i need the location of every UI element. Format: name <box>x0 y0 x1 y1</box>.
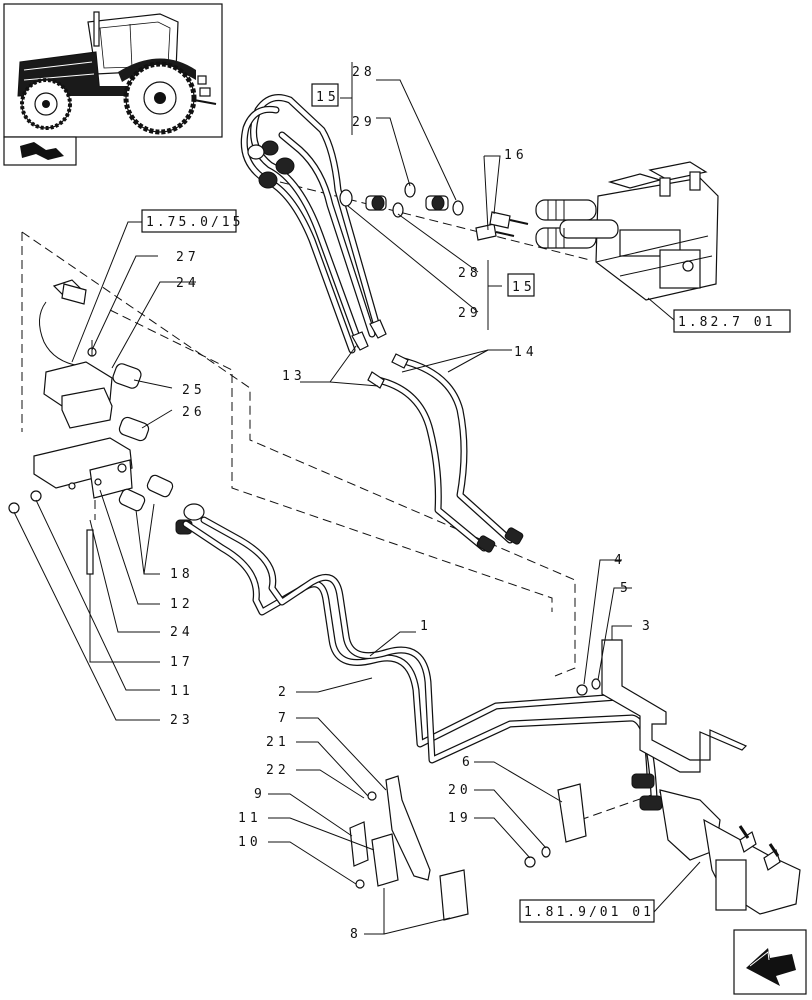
callout-22: 22 <box>266 763 290 778</box>
next-page-arrow-icon[interactable] <box>733 929 807 995</box>
callout-19: 19 <box>448 811 472 826</box>
ref-label-181-9-01-01[interactable]: 1.81.9/01 01 <box>524 905 654 920</box>
callout-10: 10 <box>238 835 262 850</box>
callout-24-mid: 24 <box>170 625 194 640</box>
upper-hose-loops <box>240 94 387 354</box>
tractor-thumbnail-icon <box>3 3 223 138</box>
callout-18: 18 <box>170 567 194 582</box>
callout-26: 26 <box>182 405 206 420</box>
callout-14: 14 <box>514 345 538 360</box>
rear-coupler-assembly <box>659 789 801 915</box>
callout-12: 12 <box>170 597 194 612</box>
callout-15-upper: 15 <box>316 90 340 105</box>
callout-5: 5 <box>620 581 632 596</box>
callout-23: 23 <box>170 713 194 728</box>
callout-29-lower: 29 <box>458 306 482 321</box>
callout-3: 3 <box>642 619 654 634</box>
callout-28-lower: 28 <box>458 266 482 281</box>
callout-15-box-upper <box>311 83 339 107</box>
callout-15-box-lower <box>507 273 535 297</box>
ref-box-182-7-01[interactable]: 1.82.7 01 <box>673 309 791 333</box>
callout-1: 1 <box>420 619 432 634</box>
callout-24-top: 24 <box>176 276 200 291</box>
callout-labels: 28 29 15 16 28 15 29 27 24 25 26 13 14 1… <box>170 65 654 942</box>
coupler-bracket-group <box>8 279 205 575</box>
fittings-row <box>339 182 529 241</box>
callout-20: 20 <box>448 783 472 798</box>
callout-17: 17 <box>170 655 194 670</box>
steel-pipes <box>182 516 663 811</box>
bracket-3 <box>576 639 748 773</box>
callout-7: 7 <box>278 711 290 726</box>
assembly-guide-lines <box>21 181 661 821</box>
callout-8: 8 <box>350 927 362 942</box>
callout-4: 4 <box>614 553 626 568</box>
lower-hose-runs <box>367 353 524 553</box>
ref-label-182-7-01[interactable]: 1.82.7 01 <box>678 315 775 330</box>
callout-21: 21 <box>266 735 290 750</box>
callout-16: 16 <box>504 148 528 163</box>
reference-links[interactable]: 1.75.0/15 1.82.7 01 1.81.9/01 01 <box>141 209 791 923</box>
control-valve-block <box>535 161 719 301</box>
callout-9: 9 <box>254 787 266 802</box>
section-marker-icon <box>3 136 77 166</box>
ref-box-181-9-01-01[interactable]: 1.81.9/01 01 <box>519 899 655 923</box>
callout-27: 27 <box>176 250 200 265</box>
callout-13: 13 <box>282 369 306 384</box>
callout-25: 25 <box>182 383 206 398</box>
callout-29-upper: 29 <box>352 115 376 130</box>
callout-28-upper: 28 <box>352 65 376 80</box>
callout-15-lower: 15 <box>512 280 536 295</box>
callout-2: 2 <box>278 685 290 700</box>
lower-clamp-parts <box>349 775 587 921</box>
ref-box-175-0-15[interactable]: 1.75.0/15 <box>141 209 243 233</box>
callout-11-left: 11 <box>170 684 194 699</box>
leader-lines <box>13 62 701 935</box>
callout-6: 6 <box>462 755 474 770</box>
callout-11-lower: 11 <box>238 811 262 826</box>
ref-label-175-0-15[interactable]: 1.75.0/15 <box>146 215 243 230</box>
